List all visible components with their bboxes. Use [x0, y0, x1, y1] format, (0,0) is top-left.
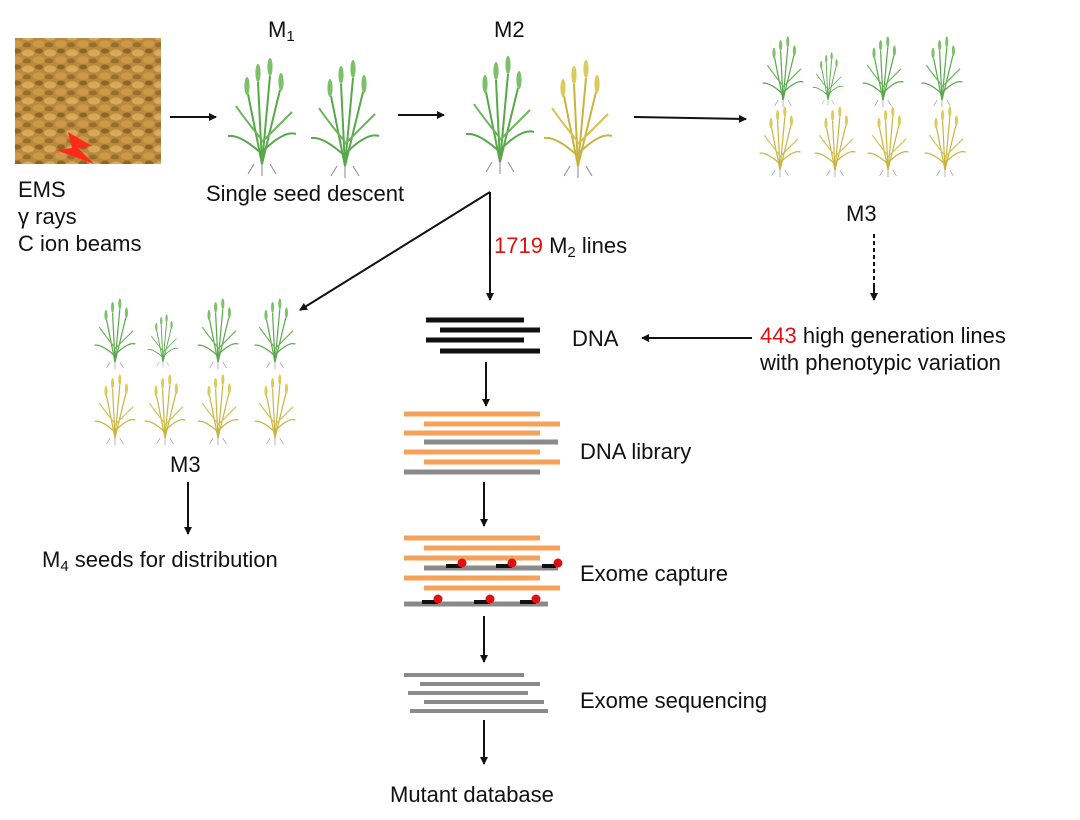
wheat-plant-icon [465, 55, 535, 175]
wheat-plant-icon [543, 59, 613, 179]
dna-label: DNA [572, 326, 619, 351]
m4-seeds-label: M4 seeds for distribution [42, 547, 278, 575]
dna-library-reads [404, 411, 560, 475]
mutant-database-label: Mutant database [390, 782, 554, 807]
lightning-icon [56, 132, 94, 164]
dna-strands [426, 317, 540, 354]
seeds-image [15, 38, 161, 164]
mutagen-ems: EMS [18, 177, 66, 202]
m3-left-label: M3 [170, 452, 201, 477]
wheat-plant-icon [227, 57, 297, 177]
single-seed-descent-label: Single seed descent [206, 181, 405, 206]
arrow-icon [170, 111, 878, 765]
exome-sequencing-reads [404, 673, 548, 713]
m1-label: M1 [268, 17, 295, 45]
mutagens-label: EMS γ rays C ion beams [18, 176, 142, 257]
exome-capture-label: Exome capture [580, 561, 728, 586]
m3-top-plants [758, 35, 967, 178]
high-generation-count: 443 [760, 323, 797, 348]
m2-label: M2 [494, 17, 525, 42]
exome-sequencing-label: Exome sequencing [580, 688, 768, 713]
exome-capture-reads [404, 535, 560, 607]
m2-lines-label: 1719 M2 lines [494, 233, 628, 261]
mutagen-gamma: γ rays [18, 204, 77, 229]
high-generation-label: 443 high generation lines with phenotypi… [760, 323, 1006, 375]
dna-library-label: DNA library [580, 439, 692, 464]
mutagen-carbon-ion: C ion beams [18, 231, 142, 256]
m3-left-plants [93, 297, 296, 446]
wheat-plant-icon [310, 59, 380, 179]
m2-lines-count: 1719 [494, 233, 543, 258]
capture-probes [422, 558, 563, 604]
m3-top-label: M3 [846, 201, 877, 226]
